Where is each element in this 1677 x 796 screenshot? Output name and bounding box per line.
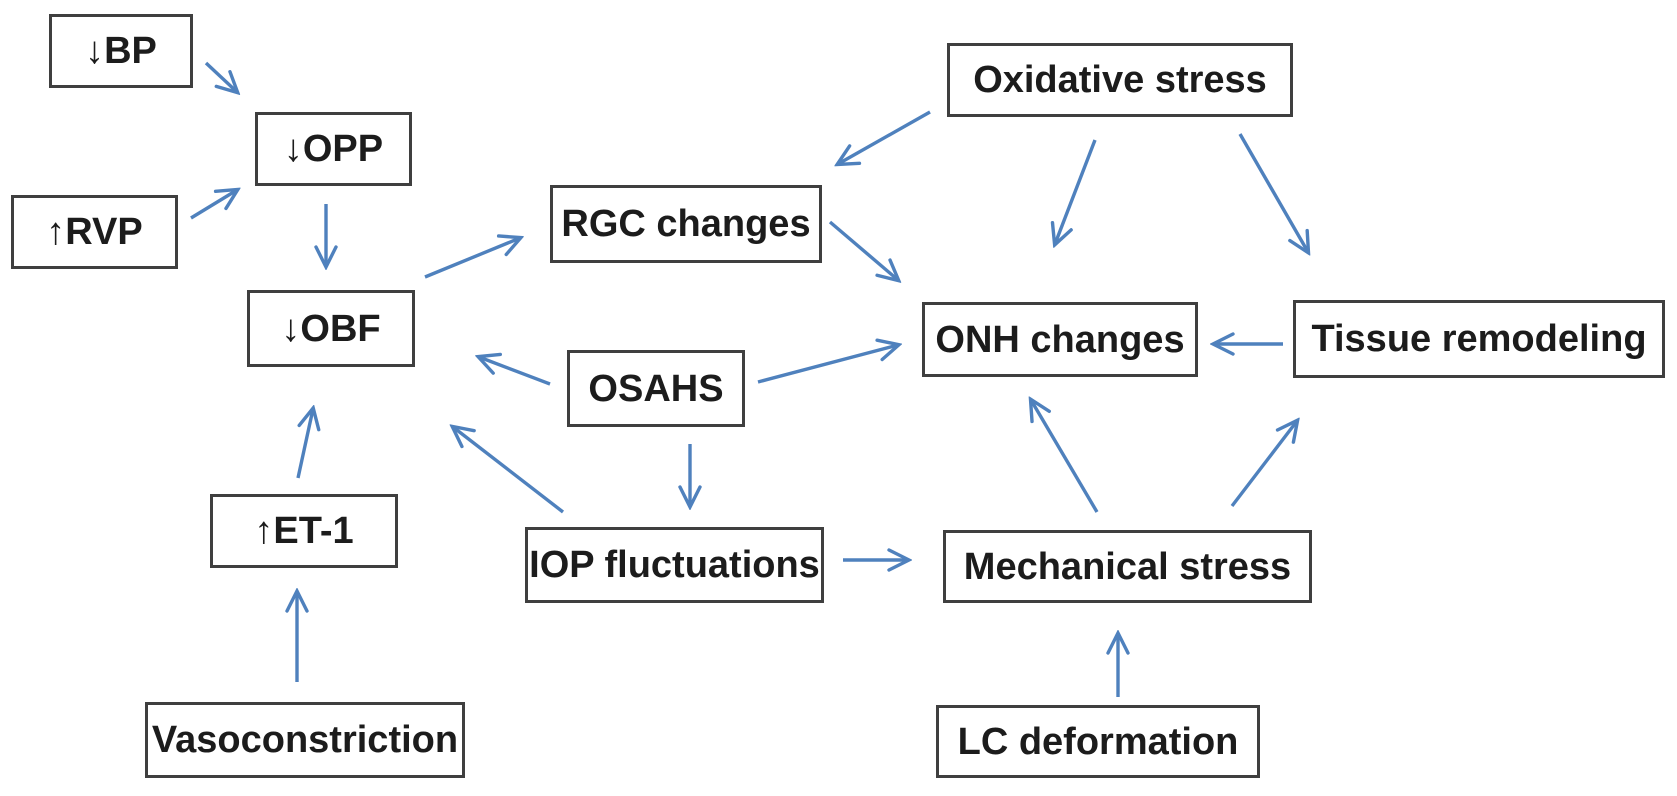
arrow-rvp-opp xyxy=(190,190,237,220)
node-osahs-label: OSAHS xyxy=(588,367,724,410)
arrow-osahs-obf xyxy=(479,357,551,386)
node-mech: Mechanical stress xyxy=(943,530,1312,603)
node-et1: ↑ET-1 xyxy=(210,494,398,568)
node-onh: ONH changes xyxy=(922,302,1198,377)
arrow-osahs-onh xyxy=(757,345,898,384)
arrow-rgc-onh xyxy=(828,220,898,280)
node-onh-label: ONH changes xyxy=(935,318,1185,361)
node-rvp-label: ↑RVP xyxy=(46,211,143,253)
node-mech-label: Mechanical stress xyxy=(963,545,1292,588)
node-bp: ↓BP xyxy=(49,14,193,88)
node-oxidative-label: Oxidative stress xyxy=(973,59,1267,101)
node-bp-label: ↓BP xyxy=(85,30,157,72)
node-tissue: Tissue remodeling xyxy=(1293,300,1665,378)
node-rvp: ↑RVP xyxy=(11,195,178,269)
arrow-mech-tissue xyxy=(1230,421,1297,508)
arrow-iop-obf xyxy=(453,427,565,514)
node-vaso: Vasoconstriction xyxy=(145,702,465,778)
arrow-oxidative-rgc xyxy=(838,110,931,164)
arrow-et1-obf xyxy=(296,409,313,479)
node-oxidative: Oxidative stress xyxy=(947,43,1293,117)
node-opp-label: ↓OPP xyxy=(283,128,384,170)
node-tissue-label: Tissue remodeling xyxy=(1311,318,1647,360)
node-iop: IOP fluctuations xyxy=(525,527,824,603)
node-opp: ↓OPP xyxy=(255,112,412,186)
node-vaso-label: Vasoconstriction xyxy=(151,719,459,761)
node-obf: ↓OBF xyxy=(247,290,415,367)
node-rgc-label: RGC changes xyxy=(561,203,811,245)
arrow-oxidative-tissue xyxy=(1238,133,1308,252)
arrow-obf-rgc xyxy=(424,238,520,279)
node-et1-label: ↑ET-1 xyxy=(254,510,354,552)
node-obf-label: ↓OBF xyxy=(281,307,381,350)
node-iop-label: IOP fluctuations xyxy=(529,544,820,586)
node-lc-label: LC deformation xyxy=(957,720,1239,763)
node-lc: LC deformation xyxy=(936,705,1260,778)
node-rgc: RGC changes xyxy=(550,185,822,263)
arrow-mech-onh xyxy=(1031,400,1099,513)
arrow-bp-opp xyxy=(204,61,237,92)
node-osahs: OSAHS xyxy=(567,350,745,427)
arrow-oxidative-onh xyxy=(1055,139,1097,244)
